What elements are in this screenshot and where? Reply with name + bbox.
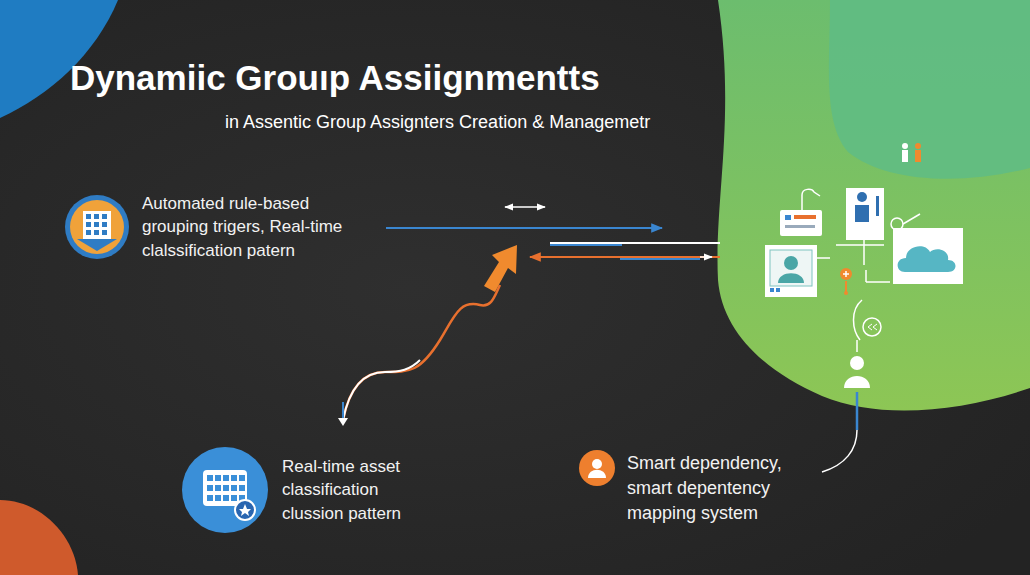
curvy-line bbox=[343, 360, 420, 420]
green-blob-light bbox=[829, 0, 1030, 179]
icon-circle bbox=[578, 449, 616, 487]
icon-circle bbox=[64, 194, 130, 260]
item-text: Automated rule-based grouping trigers, R… bbox=[142, 192, 370, 262]
orange-blob bbox=[0, 500, 78, 575]
subtitle: in Assentic Group Assignters Creation & … bbox=[225, 112, 650, 133]
arrow-tip bbox=[338, 418, 348, 426]
white-line bbox=[550, 242, 720, 244]
curvy-line bbox=[343, 285, 500, 420]
double-arrow bbox=[505, 206, 545, 208]
icon-item: Automated rule-based grouping trigers, R… bbox=[64, 192, 370, 262]
blue-line bbox=[620, 258, 700, 260]
green-blob bbox=[718, 0, 1030, 410]
item-text: Real-time asset classification clussion … bbox=[282, 455, 442, 525]
item-text: Smart dependency, smart depentency mappi… bbox=[627, 451, 817, 525]
big-arrow bbox=[484, 245, 517, 292]
blue-line bbox=[550, 244, 622, 246]
white-arrow bbox=[700, 256, 712, 258]
icon-item: Smart dependency, smart depentency mappi… bbox=[578, 449, 817, 525]
icon-circle bbox=[181, 446, 269, 534]
title: Dynamiic Grouıp Assiignmentts bbox=[70, 58, 600, 98]
icon-item: Real-time asset classification clussion … bbox=[181, 446, 442, 534]
network-illustration bbox=[765, 143, 963, 472]
blue-arrow bbox=[386, 227, 662, 229]
orange-arrow bbox=[530, 256, 720, 258]
